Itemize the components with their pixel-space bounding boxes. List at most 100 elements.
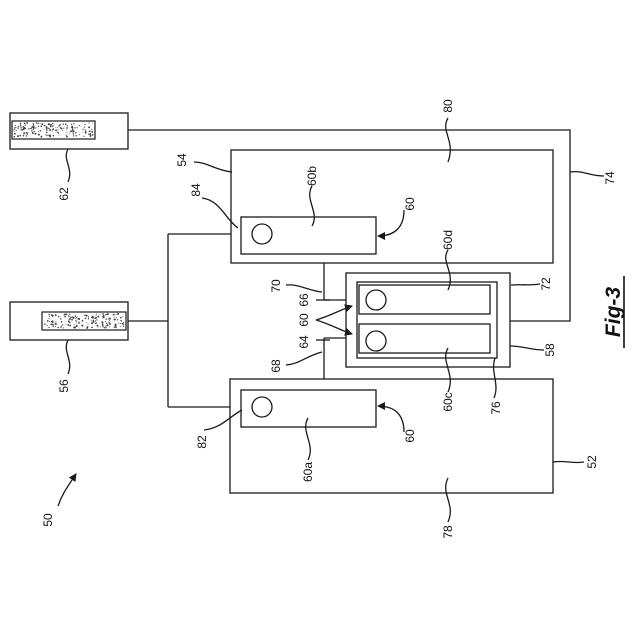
stipple-dot <box>73 135 74 136</box>
stipple-dot <box>58 129 59 130</box>
stipple-dot <box>73 130 75 132</box>
stipple-dot <box>24 122 26 124</box>
stipple-dot <box>38 134 40 136</box>
stipple-dot <box>20 135 21 136</box>
stipple-dot <box>84 127 85 128</box>
arrow-50 <box>58 474 76 506</box>
stipple-dot <box>79 134 80 135</box>
stipple-dot <box>21 129 22 130</box>
stipple-dot <box>117 313 119 315</box>
label-82: 82 <box>195 435 209 449</box>
stipple-dot <box>31 127 32 128</box>
stipple-dot <box>106 319 107 320</box>
stipple-dot <box>61 321 63 323</box>
stipple-dot <box>73 327 75 329</box>
stipple-dot <box>116 317 117 318</box>
stipple-dot <box>48 318 49 319</box>
stipple-dot <box>58 132 60 134</box>
stipple-dot <box>17 135 19 137</box>
stipple-dot <box>88 126 90 128</box>
stipple-dot <box>109 320 110 321</box>
stipple-dot <box>104 327 106 329</box>
stipple-dot <box>23 135 25 137</box>
stipple-dot <box>14 136 16 138</box>
stipple-dot <box>72 316 73 317</box>
stipple-dot <box>37 123 39 125</box>
stipple-dot <box>38 131 39 132</box>
stipple-dot <box>104 315 105 316</box>
stipple-dot <box>59 135 60 136</box>
stipple-dot <box>48 128 49 129</box>
stipple-dot <box>93 321 95 323</box>
stipple-dot <box>49 315 50 316</box>
stipple-dot <box>114 327 115 328</box>
stipple-dot <box>21 127 22 128</box>
stipple-dot <box>109 318 111 320</box>
stipple-dot <box>69 313 70 314</box>
stipple-dot <box>44 125 46 127</box>
stipple-dot <box>57 327 59 329</box>
stipple-dot <box>40 125 42 127</box>
stipple-dot <box>70 130 72 132</box>
stipple-dot <box>52 130 53 131</box>
label-64: 64 <box>297 335 311 349</box>
stipple-dot <box>84 126 85 127</box>
stipple-dot <box>108 318 109 319</box>
stipple-dot <box>15 127 16 128</box>
stipple-dot <box>46 128 48 130</box>
stipple-dot <box>49 129 51 131</box>
stipple-dot <box>106 327 107 328</box>
stipple-dot <box>48 135 50 137</box>
stipple-dot <box>45 134 46 135</box>
stipple-dot <box>53 326 54 327</box>
stipple-dot <box>101 321 103 323</box>
stipple-dot <box>115 319 116 320</box>
stipple-dot <box>53 128 54 129</box>
stipple-dot <box>55 324 56 325</box>
leader-72 <box>511 284 540 285</box>
label-52: 52 <box>585 455 599 469</box>
stipple-dot <box>103 327 104 328</box>
stipple-dot <box>78 322 80 324</box>
stipple-dot <box>69 322 70 323</box>
stipple-dot <box>41 123 43 125</box>
stipple-dot <box>76 325 78 327</box>
stipple-dot <box>88 122 89 123</box>
stipple-dot <box>49 321 50 322</box>
stipple-dot <box>89 130 90 131</box>
stipple-dot <box>91 320 92 321</box>
stipple-dot <box>95 317 97 319</box>
stipple-dot <box>79 125 80 126</box>
label-60-center: 60 <box>297 313 311 327</box>
label-50: 50 <box>41 513 55 527</box>
stipple-dot <box>86 322 87 323</box>
leader-56 <box>66 340 69 374</box>
label-84: 84 <box>189 183 203 197</box>
stipple-dot <box>71 127 73 129</box>
stipple-dot <box>73 123 74 124</box>
stipple-dot <box>64 314 66 316</box>
stipple-dot <box>115 327 116 328</box>
stipple-dot <box>71 124 72 125</box>
label-74: 74 <box>603 171 617 185</box>
label-78: 78 <box>441 525 455 539</box>
stipple-dot <box>20 125 21 126</box>
stipple-dot <box>69 318 71 320</box>
stipple-dot <box>69 325 71 327</box>
stipple-dot <box>105 321 106 322</box>
stipple-dot <box>81 325 83 327</box>
stipple-dot <box>75 135 76 136</box>
stipple-dot <box>97 320 98 321</box>
leader-58 <box>510 346 544 350</box>
label-58: 58 <box>543 343 557 357</box>
stipple-dot <box>13 129 14 130</box>
stipple-dot <box>106 323 107 324</box>
stipple-dot <box>48 123 50 125</box>
stipple-dot <box>85 318 87 320</box>
stipple-dot <box>65 313 67 315</box>
stipple-dot <box>23 132 25 134</box>
stipple-dot <box>40 130 41 131</box>
stipple-dot <box>48 314 49 315</box>
stipple-dot <box>82 132 83 133</box>
stipple-dot <box>63 327 64 328</box>
